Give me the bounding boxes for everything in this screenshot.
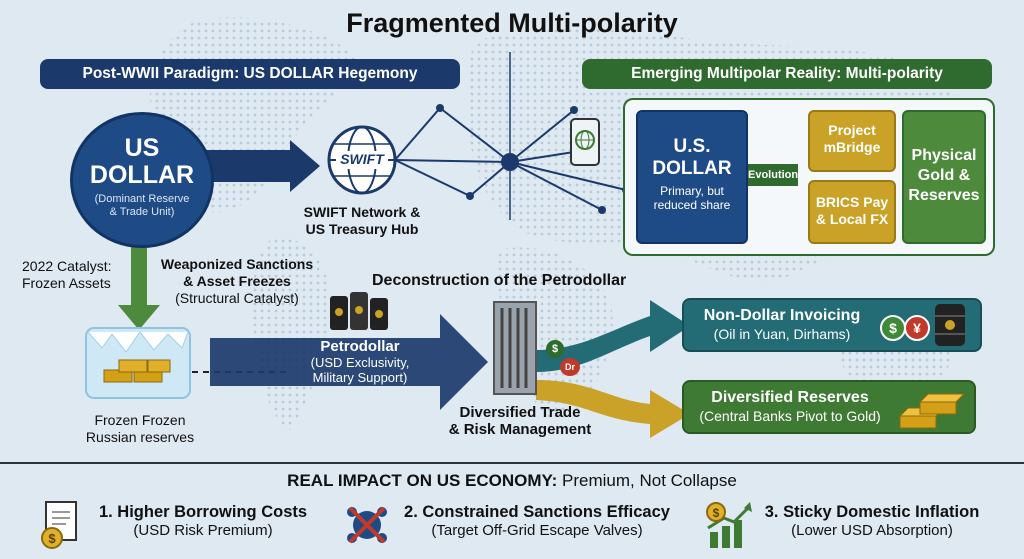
diversified-reserves-sub: (Central Banks Pivot to Gold) (699, 408, 881, 424)
coin-growth-icon: $ (706, 502, 752, 548)
brics-line2: & Local FX (815, 211, 889, 227)
usd-sub2: & Trade Unit) (109, 206, 175, 218)
gold-line1: Physical (911, 147, 977, 164)
tablet-globe-icon (570, 118, 600, 166)
left-header: Post-WWII Paradigm: US DOLLAR Hegemony (40, 59, 460, 89)
us-dollar-box-line2: DOLLAR (652, 158, 732, 179)
sanctions-line3: (Structural Catalyst) (175, 290, 299, 306)
sanctions-label: Weaponized Sanctions & Asset Freezes (St… (148, 256, 326, 307)
right-header: Emerging Multipolar Reality: Multi-polar… (582, 59, 992, 89)
document-coin-icon: $ (41, 501, 77, 549)
petrodollar-arrow (210, 314, 488, 410)
usd-to-swift-arrow (205, 140, 320, 192)
physical-gold-box: Physical Gold & Reserves (902, 110, 986, 244)
swift-globe-icon: SWIFT (326, 124, 398, 196)
impact-item-2-sub: (Target Off-Grid Escape Valves) (431, 522, 643, 539)
oil-barrels-icon (330, 292, 388, 330)
sanctions-down-arrow (118, 240, 160, 330)
frozen-line2: Russian reserves (85, 429, 195, 445)
swift-logo-text: SWIFT (340, 151, 384, 167)
non-dollar-title: Non-Dollar Invoicing (703, 307, 861, 324)
gold-split-arrow (536, 380, 690, 438)
deconstruction-title: Deconstruction of the Petrodollar (372, 272, 627, 289)
teal-split-arrow (536, 300, 690, 372)
catalyst-line1: 2022 Catalyst: (22, 258, 112, 274)
dollar-coin-icon: $ (880, 315, 906, 341)
swift-label-line2: US Treasury Hub (305, 221, 419, 237)
us-dollar-box-sub1: Primary, but (660, 184, 724, 198)
usd-line2: DOLLAR (89, 161, 195, 189)
ice-gold-icon (85, 327, 191, 399)
swift-label-line1: SWIFT Network & (303, 204, 421, 220)
gold-line2: Gold & (917, 167, 971, 184)
non-dollar-sub: (Oil in Yuan, Dirhams) (713, 326, 851, 342)
us-dollar-box: U.S. DOLLAR Primary, but reduced share (636, 110, 748, 244)
svg-text:$: $ (48, 531, 56, 546)
diversified-reserves-title: Diversified Reserves (711, 389, 869, 406)
yuan-coin-icon: ¥ (904, 315, 930, 341)
impact-separator (0, 462, 1024, 464)
gate-icon (493, 301, 537, 395)
usd-sub1: (Dominant Reserve (94, 193, 190, 205)
us-dollar-circle: US DOLLAR (Dominant Reserve & Trade Unit… (70, 112, 214, 248)
crossed-network-icon (347, 506, 387, 544)
us-dollar-box-sub2: reduced share (653, 198, 731, 212)
diversified-trade-line1: Diversified Trade (459, 404, 581, 421)
sanctions-line2: & Asset Freezes (183, 273, 291, 289)
impact-heading: REAL IMPACT ON US ECONOMY: Premium, Not … (0, 471, 1024, 491)
svg-text:$: $ (713, 506, 720, 520)
impact-item-1: 1. Higher Borrowing Costs (USD Risk Prem… (88, 503, 318, 539)
oil-barrel-icon (935, 304, 965, 346)
brics-pay-box: BRICS Pay & Local FX (808, 180, 896, 244)
swift-label: SWIFT Network & US Treasury Hub (282, 204, 442, 238)
page-title: Fragmented Multi-polarity (346, 8, 678, 38)
frozen-line1: Frozen Frozen (94, 412, 186, 428)
impact-heading-rest: Premium, Not Collapse (557, 471, 737, 490)
project-line1: Project (828, 122, 876, 138)
petrodollar-title: Petrodollar (320, 338, 400, 355)
non-dollar-invoicing-box: Non-Dollar Invoicing (Oil in Yuan, Dirha… (682, 298, 982, 352)
frozen-label: Frozen Frozen Russian reserves (70, 412, 210, 446)
gold-line3: Reserves (908, 187, 980, 204)
impact-item-3: 3. Sticky Domestic Inflation (Lower USD … (756, 503, 988, 539)
impact-item-3-sub: (Lower USD Absorption) (791, 522, 953, 539)
usd-line1: US (124, 134, 160, 162)
petrodollar-sub1: (USD Exclusivity, (310, 355, 410, 370)
project-line2: mBridge (823, 139, 881, 155)
diversified-trade-line2: & Risk Management (448, 421, 592, 438)
petrodollar-label: Petrodollar (USD Exclusivity, Military S… (300, 338, 420, 385)
diversified-trade-label: Diversified Trade & Risk Management (430, 404, 610, 438)
impact-item-2-title: 2. Constrained Sanctions Efficacy (404, 503, 670, 521)
us-dollar-box-line1: U.S. (673, 136, 711, 157)
evolution-label: Evolution (748, 164, 798, 186)
gate-dollar-coin: $ (546, 340, 564, 358)
impact-item-1-sub: (USD Risk Premium) (133, 522, 273, 539)
impact-heading-bold: REAL IMPACT ON US ECONOMY: (287, 471, 558, 490)
impact-item-3-title: 3. Sticky Domestic Inflation (764, 503, 980, 521)
gate-other-coin: Dr (560, 358, 580, 376)
sanctions-line1: Weaponized Sanctions (160, 256, 314, 272)
gold-bars-icon (898, 393, 966, 429)
catalyst-label: 2022 Catalyst: Frozen Assets (22, 258, 142, 292)
brics-line1: BRICS Pay (815, 194, 889, 210)
petrodollar-sub2: Military Support) (312, 370, 408, 385)
impact-item-2: 2. Constrained Sanctions Efficacy (Targe… (392, 503, 682, 539)
impact-item-1-title: 1. Higher Borrowing Costs (98, 503, 308, 521)
catalyst-line2: Frozen Assets (22, 275, 111, 291)
project-mbridge-box: Project mBridge (808, 110, 896, 172)
